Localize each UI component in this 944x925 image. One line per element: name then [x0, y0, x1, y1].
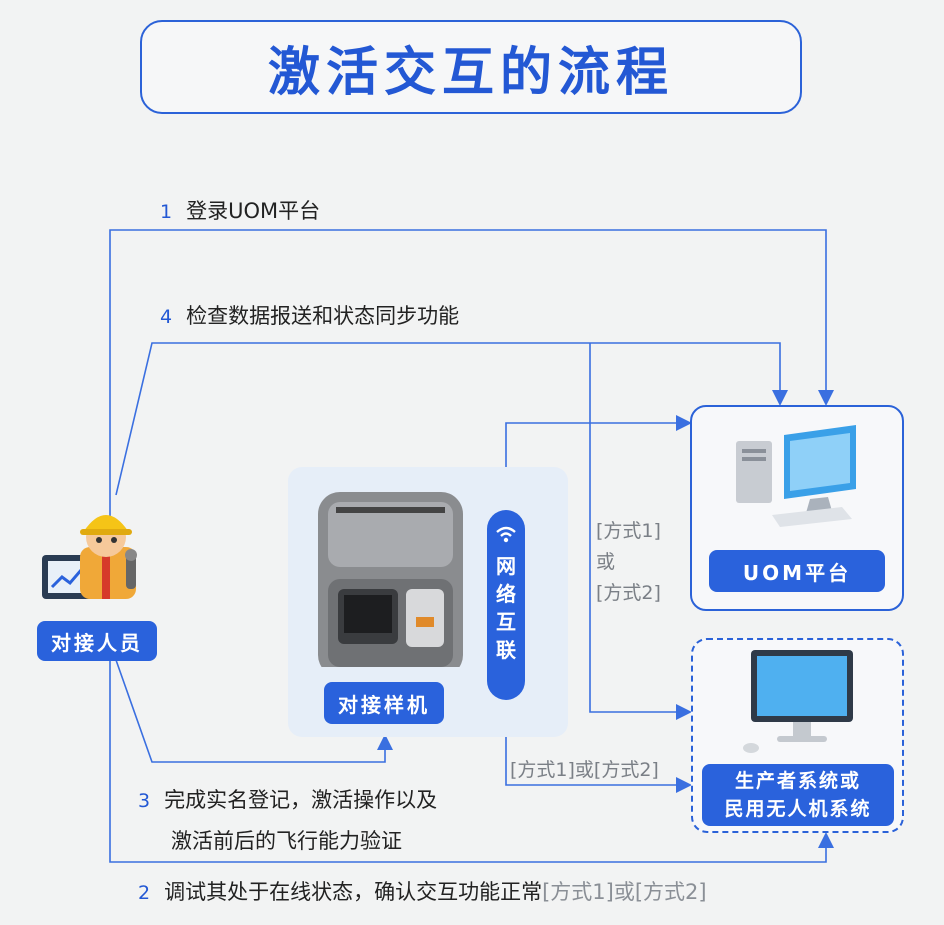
network-interconnect: 网 络 互 联: [487, 510, 525, 700]
network-char-4: 联: [496, 638, 516, 662]
step-3-label: 3 完成实名登记，激活操作以及 激活前后的飞行能力验证: [138, 780, 437, 861]
step-2-label: 2 调试其处于在线状态，确认交互功能正常[方式1]或[方式2]: [138, 876, 707, 906]
step-3-text-line1: 完成实名登记，激活操作以及: [164, 788, 438, 812]
mode-note-or: 或: [596, 551, 616, 573]
producer-system-panel: 生产者系统或 民用无人机系统: [691, 638, 904, 833]
connector-step2: [109, 660, 834, 863]
mode-note-2: [方式2]: [596, 582, 661, 604]
step-3-text-line2: 激活前后的飞行能力验证: [171, 829, 402, 853]
wifi-icon: [496, 526, 516, 543]
network-char-1: 网: [496, 554, 516, 578]
operator-node: [30, 495, 160, 665]
monitor-icon: [743, 650, 853, 753]
network-char-2: 络: [496, 582, 516, 606]
mode-note-1: [方式1]: [596, 520, 661, 542]
producer-label-line1: 生产者系统或: [734, 770, 861, 792]
connector-step1: [109, 229, 834, 590]
uom-platform-label: UOM平台: [709, 550, 885, 592]
network-char-3: 互: [496, 610, 516, 634]
producer-label-line2: 民用无人机系统: [724, 798, 872, 820]
step-2-mode: [方式1]或[方式2]: [542, 880, 707, 904]
step-4-label: 4 检查数据报送和状态同步功能: [160, 300, 459, 330]
worker-icon: [42, 515, 137, 599]
mode-note-bottom: [方式1]或[方式2]: [510, 759, 659, 781]
connector-step4: [115, 342, 788, 496]
step-4-text: 检查数据报送和状态同步功能: [186, 304, 460, 328]
sample-device-label: 对接样机: [324, 682, 444, 724]
operator-label: 对接人员: [37, 621, 157, 661]
step-2-text: 调试其处于在线状态，确认交互功能正常: [164, 880, 543, 904]
title-box: 激活交互的流程: [140, 20, 802, 114]
drone-case-icon: [318, 492, 463, 667]
step-1-text: 登录UOM平台: [186, 199, 321, 223]
step-1-number: 1: [160, 201, 173, 223]
connector-step3: [115, 659, 393, 763]
producer-system-label: 生产者系统或 民用无人机系统: [702, 764, 894, 826]
step-3-number: 3: [138, 790, 151, 812]
step-1-label: 1 登录UOM平台: [160, 195, 320, 225]
sample-device-panel: 对接样机: [288, 467, 568, 737]
step-4-number: 4: [160, 306, 173, 328]
page-title: 激活交互的流程: [267, 42, 674, 103]
uom-platform-panel: UOM平台: [690, 405, 904, 611]
step-2-number: 2: [138, 882, 151, 904]
desktop-computer-icon: [736, 425, 856, 527]
